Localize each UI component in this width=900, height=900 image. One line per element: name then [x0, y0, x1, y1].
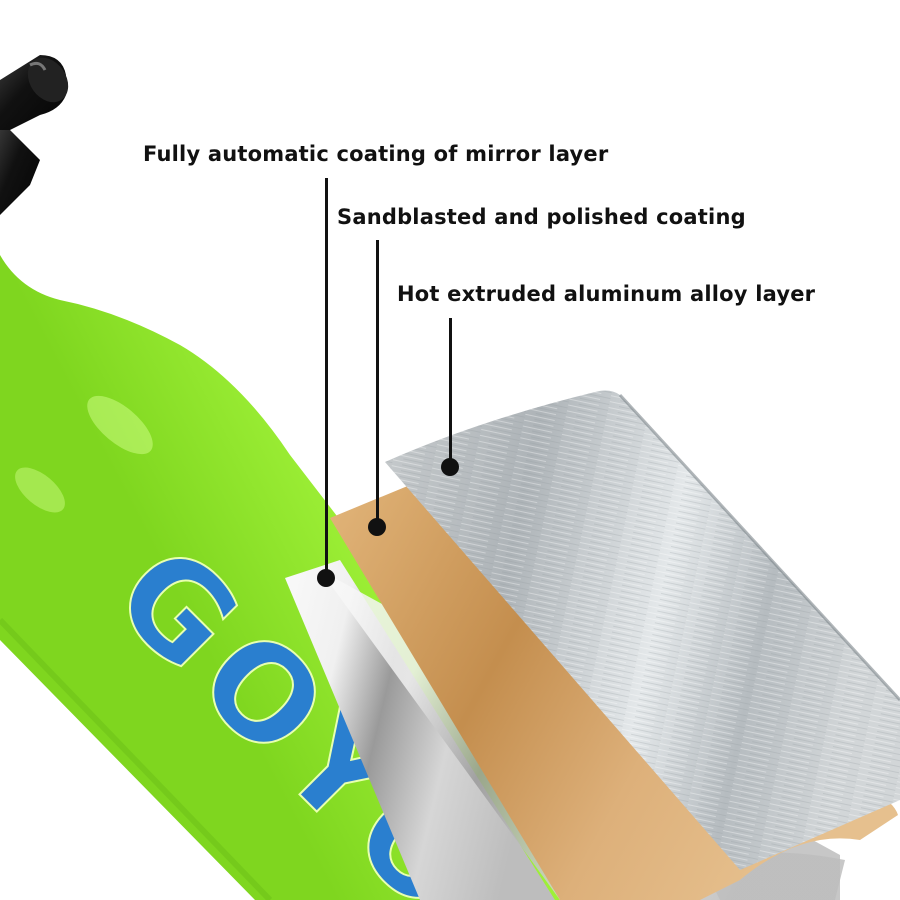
callout-label-mirror: Fully automatic coating of mirror layer [143, 142, 609, 166]
leader-line-aluminum [449, 318, 452, 466]
marker-dot-aluminum [441, 458, 459, 476]
marker-dot-sandblasted [368, 518, 386, 536]
callout-label-aluminum: Hot extruded aluminum alloy layer [397, 282, 816, 306]
leader-line-mirror [325, 178, 328, 578]
marker-dot-mirror [317, 569, 335, 587]
callout-label-sandblasted: Sandblasted and polished coating [337, 205, 746, 229]
leader-line-sandblasted [376, 240, 379, 525]
mirror-layer [285, 560, 555, 900]
valve-icon [0, 55, 69, 215]
